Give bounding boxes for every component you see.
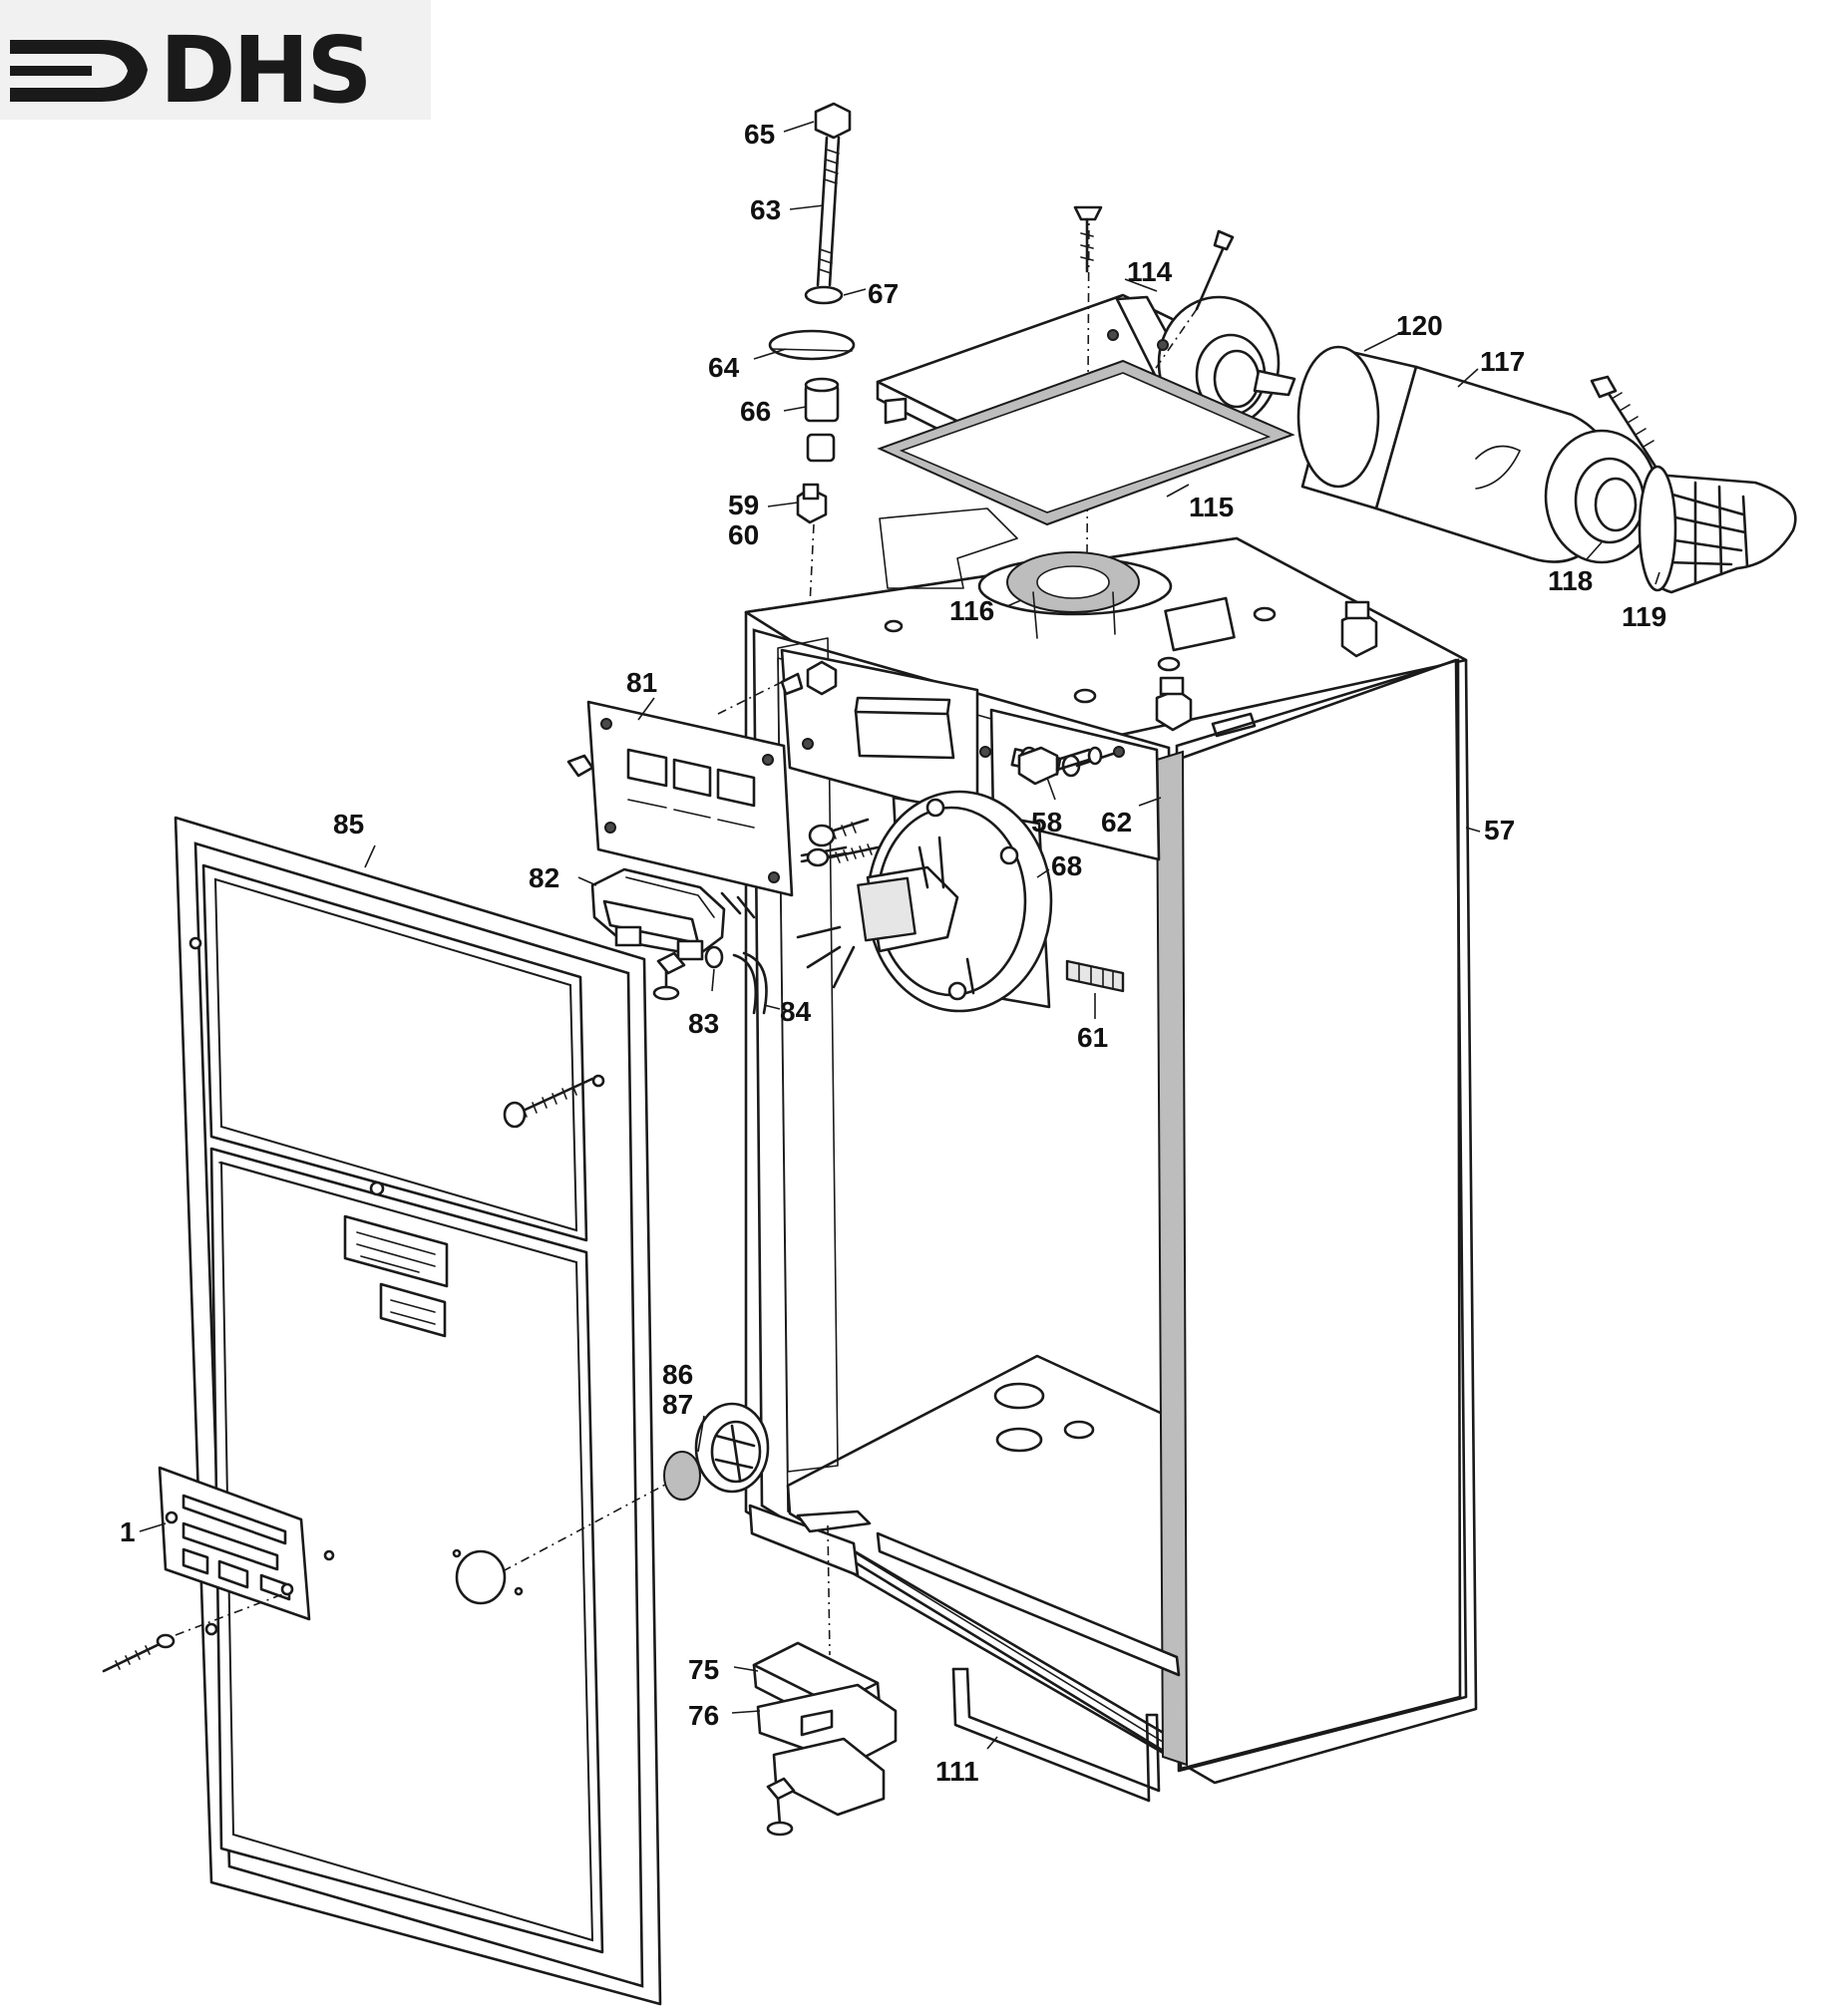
callout-120: 120	[1396, 310, 1443, 341]
grommet-86-87	[663, 1402, 770, 1501]
callout-87: 87	[662, 1389, 693, 1420]
callout-68: 68	[1051, 850, 1082, 881]
callout-62: 62	[1101, 807, 1132, 838]
callout-84: 84	[780, 996, 812, 1027]
callout-116: 116	[949, 595, 994, 626]
callout-67: 67	[868, 278, 899, 309]
callout-111: 111	[935, 1756, 979, 1787]
callout-57: 57	[1484, 815, 1515, 845]
fan-assembly-68	[796, 790, 1053, 1013]
gasket-115	[877, 359, 1295, 526]
callout-115: 115	[1189, 492, 1234, 522]
callout-1: 1	[120, 1516, 136, 1547]
callout-64: 64	[708, 352, 740, 383]
badge-plate-1	[102, 1466, 335, 1673]
grommet-83-tube-84	[704, 945, 768, 1015]
callout-66: 66	[740, 396, 771, 427]
callout-114: 114	[1127, 256, 1173, 287]
callout-83: 83	[688, 1008, 719, 1039]
terminal-guard-119	[1638, 465, 1797, 594]
control-panel-81	[566, 660, 870, 897]
callout-58: 58	[1031, 807, 1062, 838]
flue-terminal-assembly	[1296, 345, 1797, 594]
pipe-111	[951, 1667, 1161, 1803]
leader-lines	[139, 121, 1660, 1750]
gas-valve-58	[1017, 746, 1103, 786]
dhs-logo: DHS	[0, 0, 431, 124]
callout-81: 81	[626, 667, 657, 698]
callout-85: 85	[333, 809, 364, 840]
callout-59: 59	[728, 490, 759, 520]
logo-text: DHS	[160, 17, 370, 124]
wall-bracket-75-76	[748, 1504, 1181, 1837]
stud-assembly	[768, 102, 856, 617]
callout-86: 86	[662, 1359, 693, 1390]
bracket-61	[1065, 959, 1125, 993]
callout-118: 118	[1548, 565, 1593, 596]
callout-63: 63	[750, 194, 781, 225]
front-panel-85	[174, 816, 683, 2006]
callout-75: 75	[688, 1654, 719, 1685]
logo-arrow-mark	[10, 40, 148, 102]
callout-119: 119	[1622, 601, 1666, 632]
callout-82: 82	[529, 862, 559, 893]
callout-117: 117	[1480, 346, 1525, 377]
callout-labels: 65 63 67 64 66 59 60 114 115 116 120 117…	[120, 119, 1666, 1787]
callout-60: 60	[728, 519, 759, 550]
transformer-82	[590, 867, 756, 1001]
callout-61: 61	[1077, 1022, 1108, 1053]
callout-76: 76	[688, 1700, 719, 1731]
callout-65: 65	[744, 119, 775, 150]
